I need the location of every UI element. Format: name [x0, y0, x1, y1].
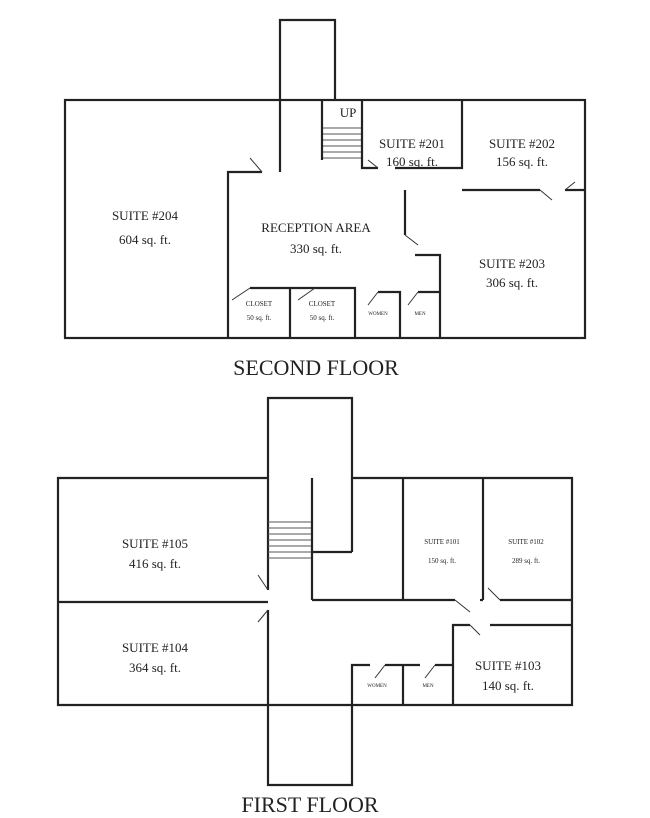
door-swings [231, 157, 576, 306]
room-area: 416 sq. ft. [129, 556, 181, 571]
room-area: 50 sq. ft. [247, 314, 272, 322]
room-name: RECEPTION AREA [261, 220, 371, 235]
second-floor-title: SECOND FLOOR [233, 355, 399, 380]
room-name: SUITE #101 [424, 538, 460, 546]
room-name: SUITE #201 [379, 136, 445, 151]
first-floor-outline [56, 396, 574, 787]
room-name: MEN [414, 312, 426, 317]
room-name: MEN [422, 684, 434, 689]
room-area: 330 sq. ft. [290, 241, 342, 256]
room-area: 604 sq. ft. [119, 232, 171, 247]
room-area: 50 sq. ft. [310, 314, 335, 322]
wall [403, 190, 442, 338]
room-name: SUITE #105 [122, 536, 188, 551]
stair-tower [278, 18, 337, 170]
room-name: SUITE #203 [479, 256, 545, 271]
room-name: SUITE #204 [112, 208, 179, 223]
room-area: 306 sq. ft. [486, 275, 538, 290]
room-area: 150 sq. ft. [428, 557, 456, 565]
room-area: 289 sq. ft. [512, 557, 540, 565]
wall [226, 170, 282, 338]
first-floor-plan: SUITE #105 416 sq. ft. SUITE #104 364 sq… [56, 396, 574, 817]
room-name: WOMEN [367, 684, 387, 689]
room-area: 140 sq. ft. [482, 678, 534, 693]
room-name: SUITE #202 [489, 136, 555, 151]
restroom-walls [350, 663, 453, 705]
room-name: CLOSET [309, 300, 336, 308]
room-name: CLOSET [246, 300, 273, 308]
stairs [268, 478, 354, 600]
first-floor-title: FIRST FLOOR [241, 792, 378, 817]
wall [312, 478, 572, 602]
room-area: 160 sq. ft. [386, 154, 438, 169]
restroom-walls [378, 290, 440, 338]
closet-walls [250, 286, 357, 338]
wall [395, 100, 464, 170]
room-name: WOMEN [368, 312, 388, 317]
second-floor-plan: UP SUITE #204 604 sq. ft. RECEPTION AREA… [63, 18, 587, 380]
room-name: SUITE #102 [508, 538, 544, 546]
wall [451, 623, 572, 705]
wall [360, 100, 378, 170]
door-swings [257, 574, 501, 679]
room-area: 156 sq. ft. [496, 154, 548, 169]
stairs [320, 100, 362, 160]
room-area: 364 sq. ft. [129, 660, 181, 675]
room-name: SUITE #103 [475, 658, 541, 673]
second-floor-outline [63, 98, 587, 340]
room-name: SUITE #104 [122, 640, 189, 655]
stair-up-label: UP [340, 105, 357, 120]
